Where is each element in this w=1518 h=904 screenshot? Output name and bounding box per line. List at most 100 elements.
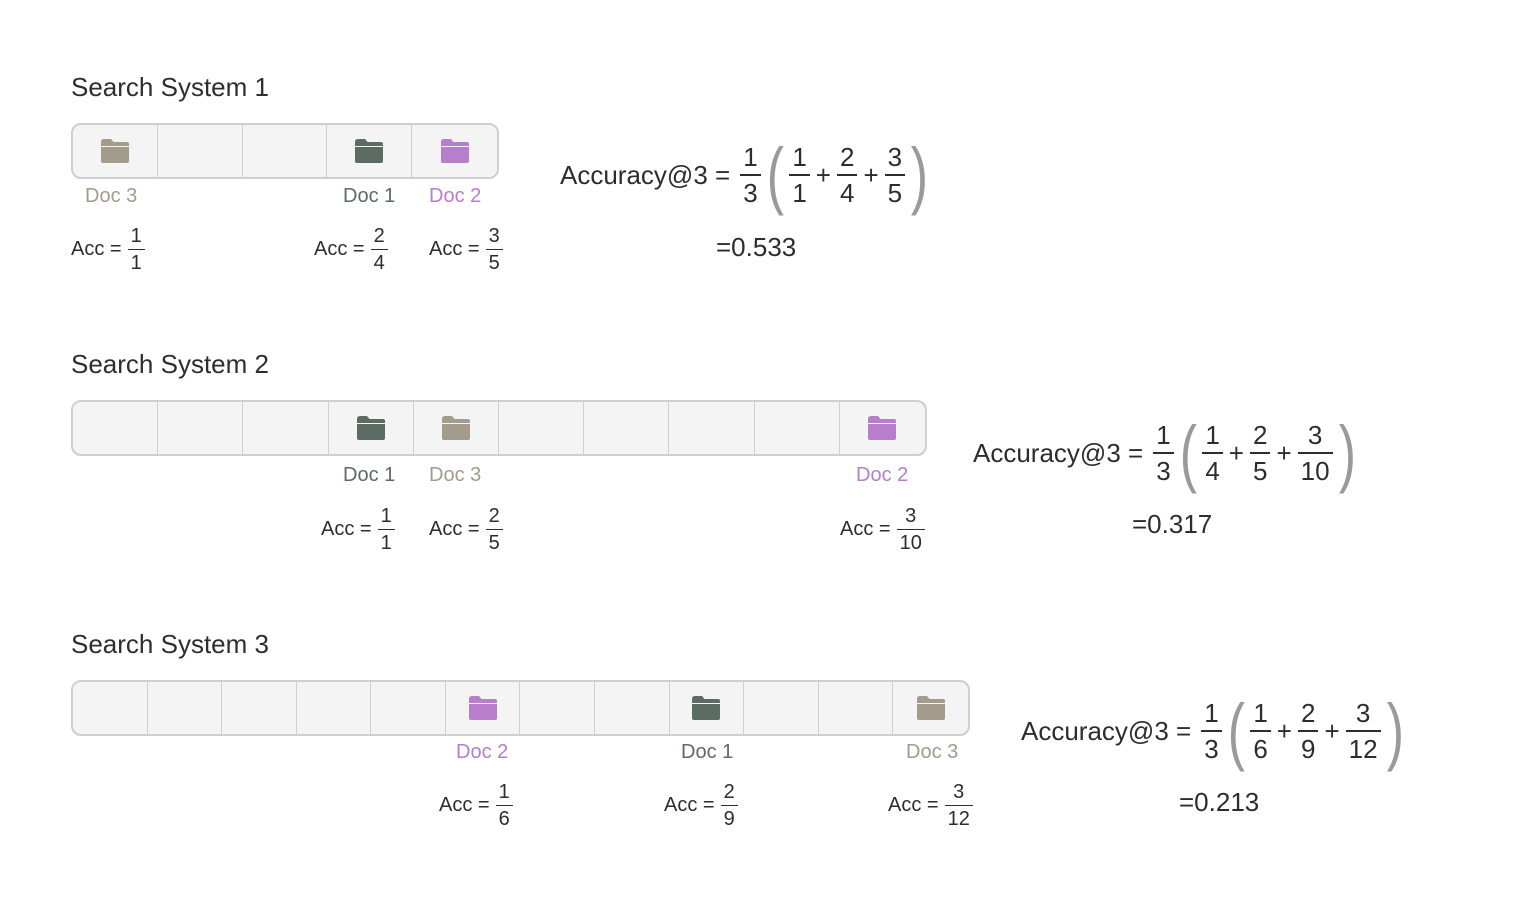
accuracy-result: =0.533 [716, 232, 797, 262]
doc-label: Doc 3 [85, 185, 138, 207]
folder-icon [468, 695, 498, 721]
doc-label: Doc 2 [429, 185, 482, 207]
doc-label: Doc 3 [429, 464, 482, 486]
accuracy-result: =0.317 [1132, 509, 1213, 539]
result-slot [73, 125, 158, 177]
acc-label: Acc = [314, 238, 365, 260]
folder-icon [867, 415, 897, 441]
right-paren: ) [1338, 411, 1356, 494]
right-paren: ) [910, 133, 929, 216]
plus-sign: + [1276, 715, 1292, 746]
result-slot [73, 402, 159, 454]
formula-lhs: Accuracy@3 = [560, 159, 731, 190]
doc-label: Doc 2 [856, 464, 909, 486]
result-slot [148, 682, 223, 734]
plus-sign: + [1276, 437, 1292, 468]
acc-label: Acc = [840, 518, 891, 540]
result-slot [158, 402, 244, 454]
folder-icon [100, 138, 130, 164]
acc-label: Acc = [439, 794, 490, 816]
result-slot [371, 682, 446, 734]
result-slot [414, 402, 500, 454]
result-slot [669, 402, 755, 454]
result-slot [446, 682, 521, 734]
result-slot [243, 402, 329, 454]
result-slot [243, 125, 328, 177]
folder-icon [916, 695, 946, 721]
result-slot [670, 682, 745, 734]
system-2-results-strip [71, 400, 927, 456]
left-paren: ( [1179, 411, 1197, 494]
right-paren: ) [1386, 689, 1404, 772]
result-slot [744, 682, 819, 734]
accuracy-result: =0.213 [1179, 787, 1260, 817]
result-slot [297, 682, 372, 734]
doc-label: Doc 1 [681, 741, 734, 763]
result-slot [412, 125, 497, 177]
folder-icon [441, 415, 471, 441]
result-slot [520, 682, 596, 734]
acc-label: Acc = [71, 238, 122, 260]
result-slot [327, 125, 413, 177]
folder-icon [354, 138, 384, 164]
result-slot [840, 402, 925, 454]
result-slot [584, 402, 670, 454]
doc-label: Doc 1 [343, 185, 396, 207]
system-1-title: Search System 1 [71, 72, 269, 102]
result-slot [819, 682, 894, 734]
system-3-title: Search System 3 [71, 629, 269, 659]
formula-lhs: Accuracy@3 = [973, 437, 1144, 468]
acc-label: Acc = [429, 518, 480, 540]
result-slot [893, 682, 968, 734]
result-slot [329, 402, 414, 454]
system-3-results-strip [71, 680, 970, 736]
plus-sign: + [815, 159, 831, 190]
plus-sign: + [863, 159, 879, 190]
doc-label: Doc 1 [343, 464, 396, 486]
formula-lhs: Accuracy@3 = [1021, 715, 1192, 746]
result-slot [755, 402, 840, 454]
acc-label: Acc = [888, 794, 939, 816]
folder-icon [440, 138, 470, 164]
plus-sign: + [1228, 437, 1244, 468]
left-paren: ( [766, 133, 784, 216]
doc-label: Doc 2 [456, 741, 509, 763]
result-slot [499, 402, 585, 454]
result-slot [158, 125, 243, 177]
left-paren: ( [1227, 689, 1245, 772]
result-slot [73, 682, 148, 734]
folder-icon [691, 695, 721, 721]
doc-label: Doc 3 [906, 741, 959, 763]
acc-label: Acc = [664, 794, 715, 816]
acc-label: Acc = [321, 518, 372, 540]
folder-icon [356, 415, 386, 441]
